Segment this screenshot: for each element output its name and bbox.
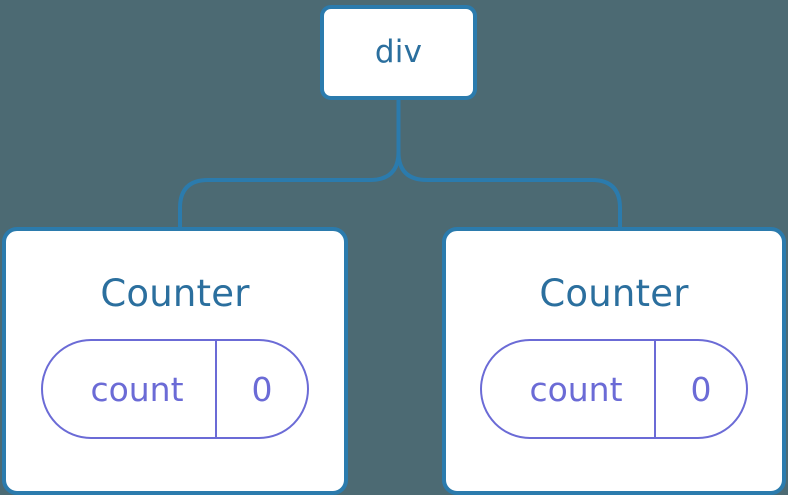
state-value-right: 0 <box>690 369 712 409</box>
state-pill-left[interactable]: count 0 <box>41 339 309 439</box>
state-key-left: count <box>43 341 217 437</box>
node-counter-right-label: Counter <box>539 272 689 315</box>
edge-to-counter-right <box>396 151 622 229</box>
node-counter-left-label: Counter <box>100 272 250 315</box>
node-div[interactable]: div <box>320 5 477 100</box>
node-div-label: div <box>374 34 423 70</box>
node-counter-right[interactable]: Counter count 0 <box>442 227 786 495</box>
edge-to-counter-left <box>178 151 401 229</box>
node-counter-left[interactable]: Counter count 0 <box>2 227 348 495</box>
state-key-right: count <box>482 341 656 437</box>
state-pill-right[interactable]: count 0 <box>480 339 748 439</box>
state-value-left: 0 <box>251 369 273 409</box>
